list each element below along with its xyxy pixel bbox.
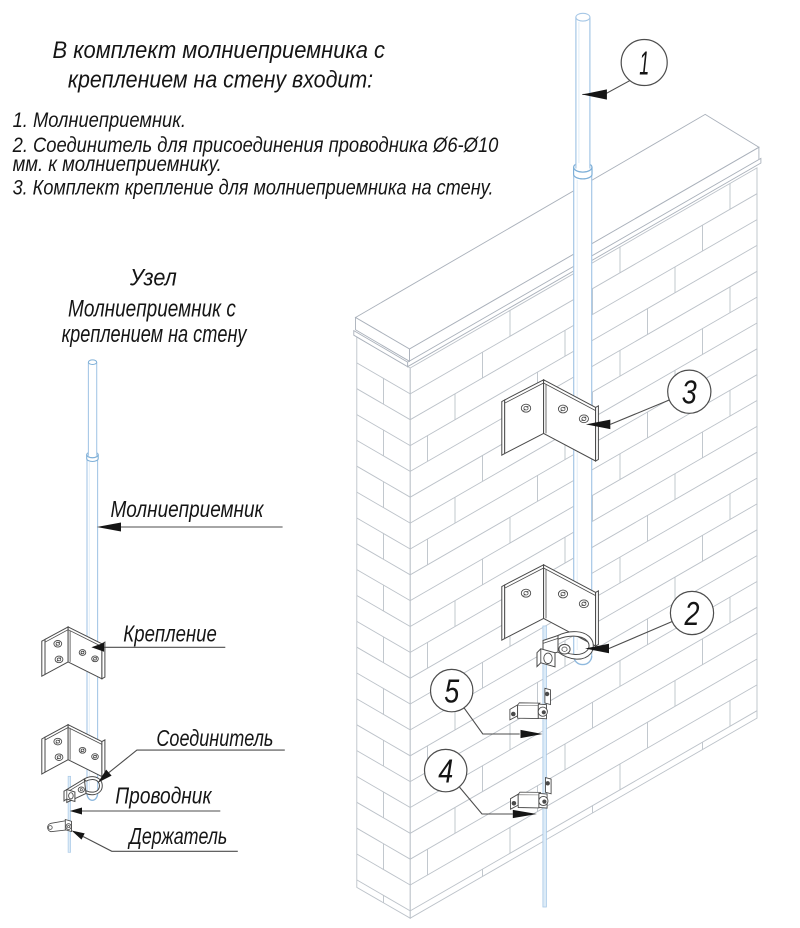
svg-text:2: 2 <box>684 595 700 632</box>
svg-text:Молниеприемник: Молниеприемник <box>111 496 265 522</box>
svg-text:5: 5 <box>444 673 460 710</box>
svg-text:Держатель: Держатель <box>127 823 227 849</box>
svg-text:Узел: Узел <box>129 265 177 292</box>
svg-text:В комплект молниеприемника с: В комплект молниеприемника с <box>53 37 386 64</box>
svg-text:3. Комплект крепление для молн: 3. Комплект крепление для молниеприемник… <box>13 176 494 200</box>
svg-text:Крепление: Крепление <box>123 621 217 647</box>
svg-text:креплением на стену: креплением на стену <box>62 321 248 348</box>
svg-text:Соединитель: Соединитель <box>156 725 273 751</box>
svg-text:мм. к молниеприемнику.: мм. к молниеприемнику. <box>13 152 222 176</box>
svg-text:1: 1 <box>639 45 649 82</box>
svg-text:3: 3 <box>682 374 698 411</box>
svg-text:креплением на стену входит:: креплением на стену входит: <box>68 67 373 94</box>
svg-text:Молниеприемник с: Молниеприемник с <box>68 296 236 323</box>
svg-text:Проводник: Проводник <box>115 783 212 809</box>
svg-text:4: 4 <box>438 753 453 790</box>
svg-text:1. Молниеприемник.: 1. Молниеприемник. <box>13 108 186 132</box>
svg-text:2. Соединитель для присоединен: 2. Соединитель для присоединения проводн… <box>12 133 499 157</box>
